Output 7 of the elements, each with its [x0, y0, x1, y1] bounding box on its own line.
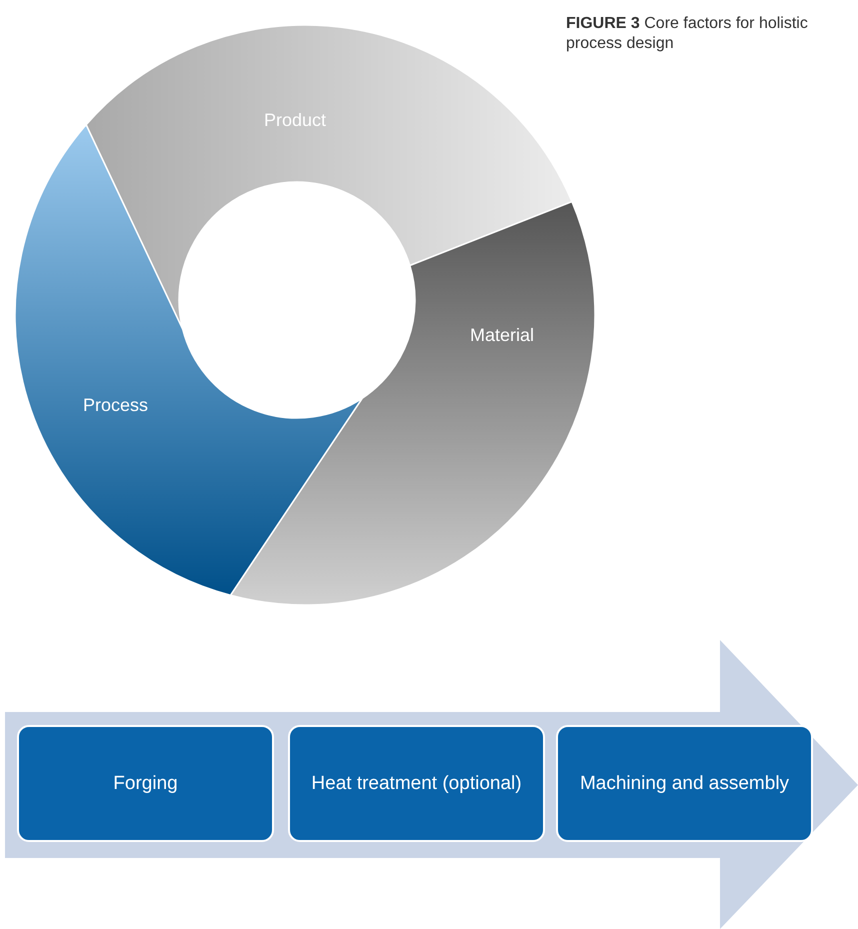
process-step: Forging	[17, 725, 274, 842]
segment-label: Process	[83, 395, 148, 416]
segment-label: Material	[470, 325, 534, 346]
process-step: Machining and assembly	[556, 725, 813, 842]
process-step: Heat treatment (optional)	[288, 725, 545, 842]
figure-caption: FIGURE 3 Core factors for holistic process design	[566, 14, 809, 54]
segment-label: Product	[264, 110, 326, 131]
